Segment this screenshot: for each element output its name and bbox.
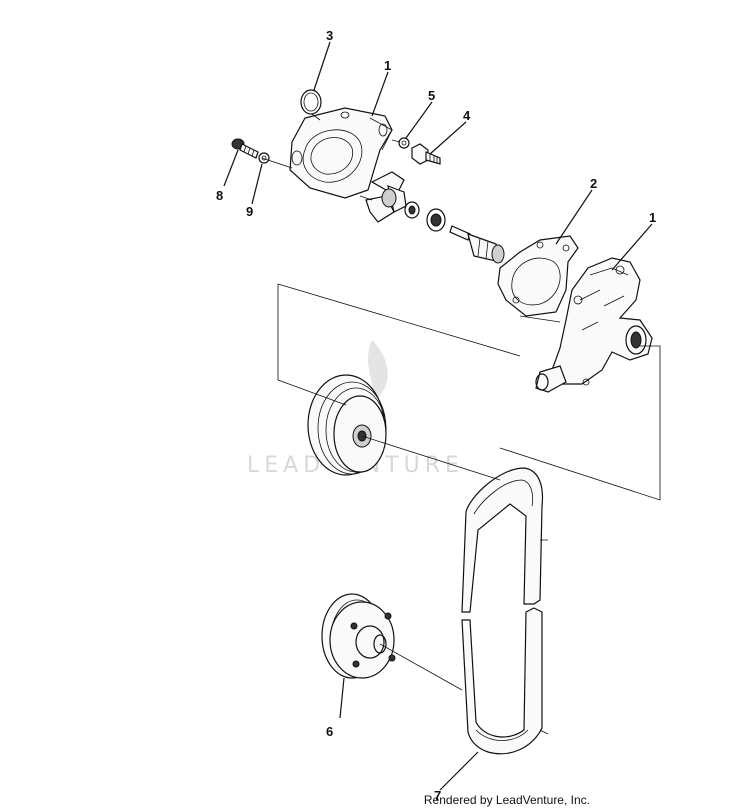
part-o-ring[interactable] [300,89,322,115]
callout-1-body: 1 [649,210,656,225]
part-gasket[interactable] [497,235,579,317]
part-washer[interactable] [398,137,410,149]
leader-lines [223,41,653,791]
part-crank-pulley[interactable] [321,593,396,679]
part-impeller[interactable] [365,171,407,223]
callout-6: 6 [326,724,333,739]
part-pump-body[interactable] [535,257,653,393]
callout-8: 8 [216,188,223,203]
callout-4: 4 [463,108,471,123]
part-large-pulley[interactable] [307,374,387,476]
callout-9: 9 [246,204,253,219]
callout-2: 2 [590,176,597,191]
part-lock-washer[interactable] [258,152,270,164]
render-credit: Rendered by LeadVenture, Inc. [423,793,590,807]
part-bolt[interactable] [411,143,441,165]
alignment-lines [261,113,661,735]
callout-5: 5 [428,88,435,103]
part-drive-belt[interactable] [461,467,544,755]
callout-7: 7 [434,788,441,803]
callout-1-cover: 1 [384,58,391,73]
part-seal[interactable] [404,201,446,232]
part-pump-cover[interactable] [289,107,393,199]
part-screw[interactable] [231,138,259,159]
part-shaft-bearing[interactable] [449,225,505,264]
callout-3: 3 [326,28,333,43]
callouts: 3 1 5 4 8 9 2 1 6 7 [216,28,656,803]
